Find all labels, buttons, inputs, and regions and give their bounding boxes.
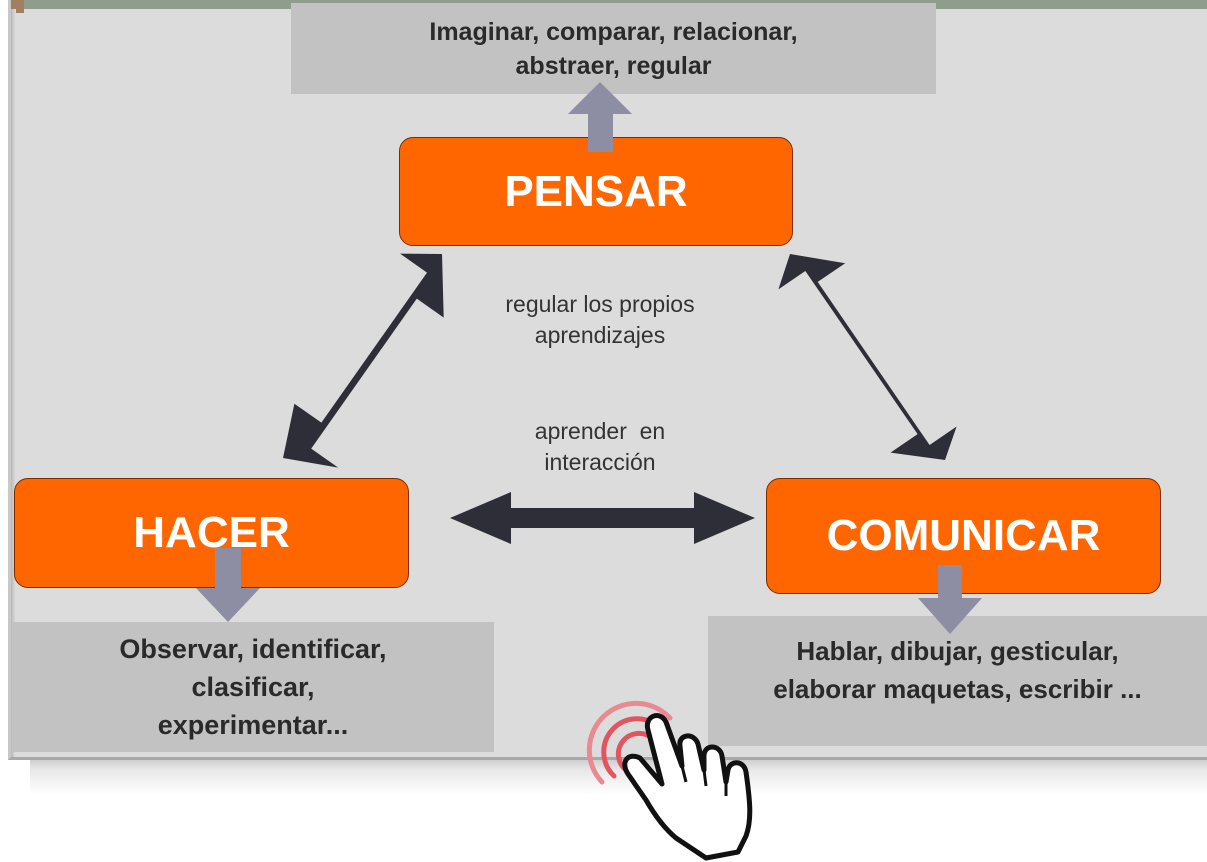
up-arrow-pensar: [568, 82, 632, 152]
pensar-node: PENSAR: [399, 137, 793, 246]
hand-outline: [622, 713, 753, 861]
pensar-description-line-2: abstraer, regular: [515, 51, 712, 80]
down-arrow-comunicar: [918, 565, 982, 634]
comunicar-node: COMUNICAR: [766, 478, 1161, 594]
pensar-description-box: Imaginar, comparar, relacionar, abstraer…: [291, 3, 936, 94]
down-arrow-hacer: [196, 548, 260, 622]
upper-center-label: regular los propios aprendizajes: [470, 289, 730, 351]
slide-left-rule: [11, 9, 16, 757]
hacer-node: HACER: [14, 478, 409, 588]
hacer-label: HACER: [133, 508, 290, 557]
lower-center-label: aprender en interacción: [480, 416, 720, 478]
double-arrow-hacer-comunicar: [450, 492, 755, 544]
double-arrow-pensar-comunicar: [778, 254, 957, 460]
tap-wave-outer: [586, 700, 673, 785]
tap-wave-inner: [615, 730, 655, 773]
hacer-description-box: Observar, identificar, clasificar, exper…: [12, 622, 494, 752]
hand-pointer-icon: [586, 700, 753, 861]
upper-center-label-line-1: regular los propios: [505, 291, 695, 317]
pensar-label: PENSAR: [504, 166, 688, 216]
hacer-description-line-2: clasificar,: [191, 672, 315, 702]
double-arrow-pensar-hacer: [283, 253, 444, 468]
comunicar-description-box: Hablar, dibujar, gesticular, elaborar ma…: [708, 616, 1207, 746]
lower-center-label-line-1: aprender en: [534, 418, 666, 444]
comunicar-description-line-1: Hablar, dibujar, gesticular,: [796, 636, 1119, 666]
hacer-description-line-1: Observar, identificar,: [119, 634, 387, 664]
comunicar-description-line-2: elaborar maquetas, escribir ...: [773, 674, 1142, 704]
comunicar-label: COMUNICAR: [826, 511, 1101, 560]
upper-center-label-line-2: aprendizajes: [534, 322, 666, 348]
lower-center-label-line-2: interacción: [544, 449, 656, 475]
hacer-description-line-3: experimentar...: [157, 710, 349, 740]
pensar-description-line-1: Imaginar, comparar, relacionar,: [429, 17, 798, 46]
